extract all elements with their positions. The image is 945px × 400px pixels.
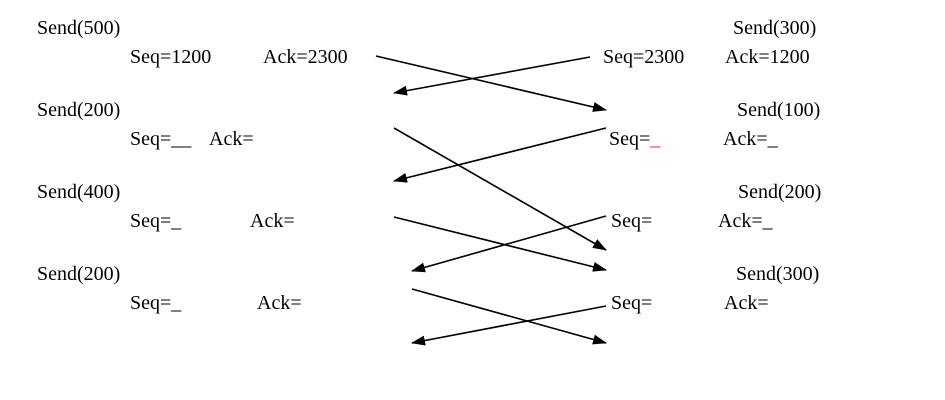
arrow-a-to-b-1 [375, 55, 607, 112]
right-send-3: Send(200) [738, 181, 822, 203]
left-send-1: Send(500) [37, 17, 121, 39]
left-send-4: Send(200) [37, 263, 121, 285]
left-ack-4: Ack= [257, 292, 302, 314]
right-ack-3: Ack=_ [718, 210, 773, 232]
right-seq-4: Seq= [611, 292, 653, 314]
right-seq-2-blank: _ [650, 128, 661, 150]
left-seq-3: Seq=_ [130, 210, 182, 232]
arrow-b-to-a-3 [411, 215, 607, 273]
right-send-4: Send(300) [736, 263, 820, 285]
right-send-1: Send(300) [733, 17, 817, 39]
left-ack-2: Ack= [209, 128, 254, 150]
left-seq-2: Seq=__ [130, 128, 192, 150]
left-send-2: Send(200) [37, 99, 121, 121]
right-ack-1: Ack=1200 [725, 46, 810, 68]
right-seq-3: Seq= [611, 210, 653, 232]
right-seq-2: Seq=_ [609, 129, 660, 149]
arrow-a-to-b-4 [411, 288, 607, 345]
right-send-2: Send(100) [737, 99, 821, 121]
right-ack-4: Ack= [724, 292, 769, 314]
right-seq-2-label: Seq= [609, 128, 651, 150]
arrow-b-to-a-2 [393, 127, 607, 183]
arrow-b-to-a-1 [393, 56, 591, 96]
left-seq-4: Seq=_ [130, 292, 182, 314]
right-ack-2: Ack=_ [723, 128, 778, 150]
left-ack-1: Ack=2300 [263, 46, 348, 68]
left-seq-1: Seq=1200 [130, 46, 212, 68]
arrow-a-to-b-3 [393, 216, 607, 272]
right-seq-1: Seq=2300 [603, 46, 685, 68]
arrow-a-to-b-2 [393, 127, 607, 251]
arrow-b-to-a-4 [411, 305, 607, 346]
left-send-3: Send(400) [37, 181, 121, 203]
left-ack-3: Ack= [250, 210, 295, 232]
